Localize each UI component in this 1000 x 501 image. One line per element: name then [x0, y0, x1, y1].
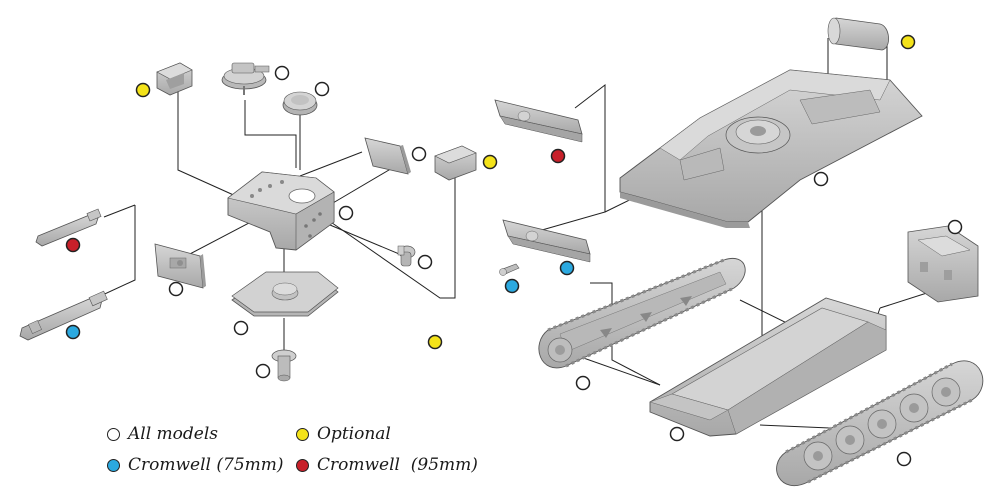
marker-turret-pin: [257, 365, 270, 378]
marker-periscope: [419, 256, 432, 269]
legend-dot-cromwell-75: [107, 459, 120, 472]
marker-hull-tub: [671, 428, 684, 441]
turret-side-bin: [435, 146, 476, 180]
marker-hull-mg: [506, 280, 519, 293]
marker-hull-deck: [815, 173, 828, 186]
marker-spare-item: [429, 336, 442, 349]
marker-mudguard-75mm: [561, 262, 574, 275]
legend-dot-all-models: [107, 428, 120, 441]
legend-label-cromwell-95: Cromwell (95mm): [317, 455, 478, 475]
legend-cromwell-95: Cromwell (95mm): [296, 455, 478, 475]
hull-top-stowage: [828, 18, 889, 50]
mudguard-75mm: [503, 220, 590, 262]
turret-stowage-bin: [157, 63, 192, 95]
hull-mg: [500, 264, 520, 276]
hull-rear-plate: [908, 226, 978, 302]
legend-label-optional: Optional: [317, 424, 391, 444]
legend-label-cromwell-75: Cromwell (75mm): [128, 455, 284, 475]
gun-mantlet: [155, 244, 206, 288]
legend-dot-cromwell-95: [296, 459, 309, 472]
marker-mudguard-95mm: [552, 150, 565, 163]
legend-all-models: All models: [107, 424, 218, 444]
marker-gun-95mm: [67, 239, 80, 252]
marker-turret-shell: [340, 207, 353, 220]
commander-cupola: [222, 63, 269, 95]
legend-label-all-models: All models: [128, 424, 218, 444]
track-left: [539, 258, 745, 368]
periscope: [398, 246, 415, 266]
marker-turret-rear-plate: [413, 148, 426, 161]
marker-hull-top-stowage: [902, 36, 915, 49]
legend-optional: Optional: [296, 424, 391, 444]
turret-shell: [228, 172, 334, 250]
marker-gun-mantlet: [170, 283, 183, 296]
marker-turret-side-bin: [484, 156, 497, 169]
legend-dot-optional: [296, 428, 309, 441]
marker-track-left: [577, 377, 590, 390]
marker-commander-cupola: [276, 67, 289, 80]
marker-gun-75mm: [67, 326, 80, 339]
gun-75mm: [20, 291, 107, 340]
turret-rear-plate: [365, 138, 411, 174]
marker-turret-floor: [235, 322, 248, 335]
hull-deck: [620, 70, 922, 228]
marker-track-right: [898, 453, 911, 466]
marker-turret-stowage-bin: [137, 84, 150, 97]
turret-floor: [232, 272, 338, 316]
marker-hull-rear-plate: [949, 221, 962, 234]
marker-loader-hatch: [316, 83, 329, 96]
turret-pin: [272, 350, 296, 381]
loader-hatch: [283, 92, 317, 115]
mudguard-95mm: [495, 100, 582, 142]
hull-tub: [650, 298, 886, 436]
legend-cromwell-75: Cromwell (75mm): [107, 455, 284, 475]
